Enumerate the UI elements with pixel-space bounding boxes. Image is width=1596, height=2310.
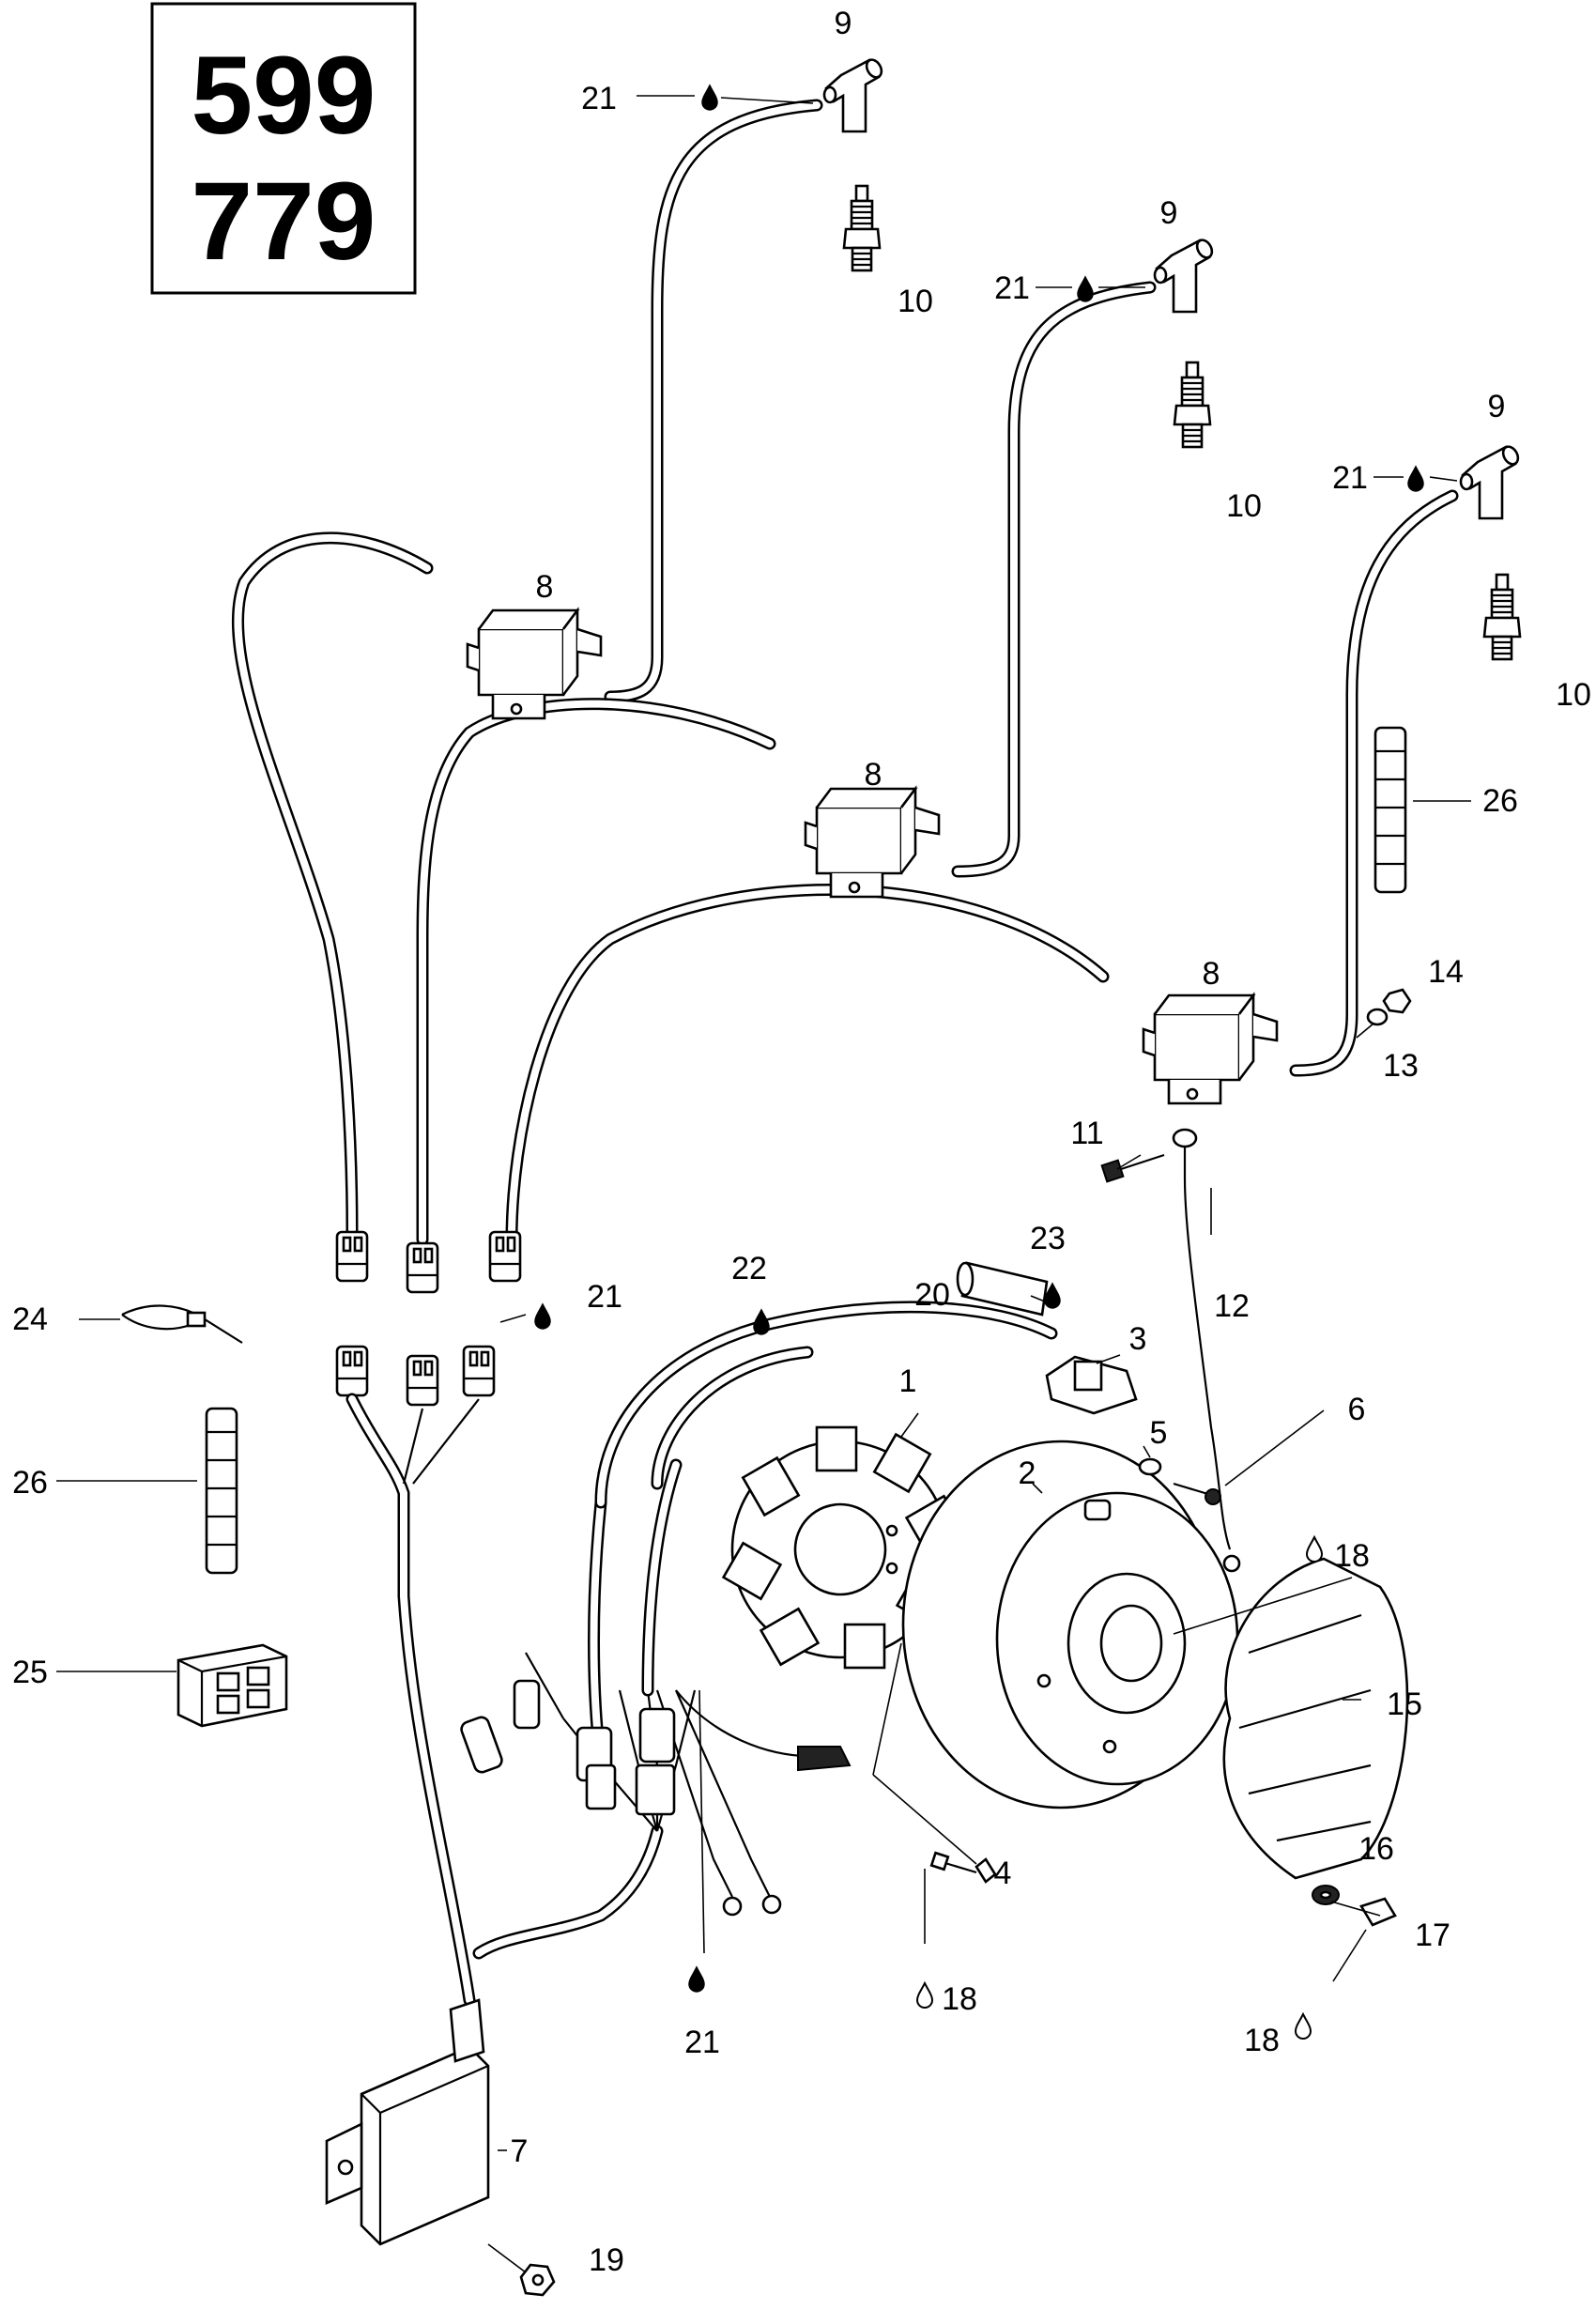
- coil-connectors-lower: [335, 1345, 496, 1407]
- spark-plug-cap-3: [1459, 442, 1523, 520]
- callout-9-cap-2: 9: [1160, 195, 1178, 231]
- spark-plug-2: [1173, 361, 1212, 449]
- callout-11: 11: [1070, 1116, 1103, 1151]
- callout-12: 12: [1214, 1288, 1250, 1324]
- engine-code-779: 779: [192, 160, 376, 284]
- callout-21-connectors: 21: [587, 1279, 622, 1315]
- callout-1: 1: [899, 1363, 917, 1399]
- callout-4: 4: [994, 1856, 1012, 1891]
- callout-18-hub-screw: 18: [1244, 2023, 1280, 2058]
- hardware: [519, 988, 1412, 2297]
- washer-5: [1138, 1457, 1162, 1476]
- callout-24: 24: [12, 1301, 48, 1337]
- callout-21-cap-3: 21: [1332, 460, 1368, 496]
- leader-lines: [56, 95, 1471, 2273]
- callout-18-flywheel: 18: [1334, 1538, 1370, 1574]
- flywheel: [901, 1440, 1239, 1810]
- ignition-coil-3: [1142, 993, 1279, 1105]
- callout-21-harness: 21: [684, 2025, 720, 2060]
- callout-numbers: 1 2 3 4 5 6 7 8 8 8 9 9 9 10 10 10 11 12…: [12, 6, 1591, 2278]
- callout-18-bolt: 18: [942, 1981, 977, 2017]
- callout-25: 25: [12, 1655, 48, 1690]
- callout-26-upper: 26: [1482, 783, 1518, 819]
- dark-lubricant-drop-icon: [688, 1966, 705, 1993]
- callout-16: 16: [1358, 1831, 1394, 1867]
- high-tension-wires: [231, 99, 1459, 1246]
- callout-8-coil-2: 8: [865, 757, 882, 793]
- cdi-module: [325, 1998, 490, 2246]
- dark-lubricant-drop-icon: [1407, 466, 1424, 492]
- dark-lubricant-drop-icon: [701, 85, 718, 111]
- callout-20: 20: [914, 1277, 950, 1313]
- coil-connectors-upper: [335, 1230, 522, 1294]
- callout-10-plug-3: 10: [1556, 677, 1591, 713]
- callout-23: 23: [1030, 1221, 1066, 1256]
- callout-5: 5: [1150, 1415, 1168, 1451]
- callout-13: 13: [1383, 1048, 1419, 1084]
- spark-plug-1: [842, 184, 882, 272]
- ignition-coil-2: [804, 787, 941, 899]
- callout-19: 19: [589, 2242, 624, 2278]
- callout-21-cap-2: 21: [994, 270, 1030, 306]
- engine-code-599: 599: [192, 34, 376, 158]
- dark-lubricant-drop-icon: [1077, 276, 1094, 302]
- spark-plug-3: [1482, 573, 1522, 661]
- callout-9-cap-3: 9: [1488, 389, 1506, 424]
- harness-connectors: [460, 1679, 852, 1917]
- callout-9-cap-1: 9: [835, 6, 852, 41]
- callout-15: 15: [1387, 1686, 1422, 1722]
- spark-plug-cap-2: [1153, 236, 1217, 314]
- connector-housing: [176, 1643, 288, 1728]
- callout-21-cap-1: 21: [581, 81, 617, 116]
- callout-22: 22: [731, 1251, 767, 1286]
- engine-code-box: 599 779: [150, 2, 417, 295]
- light-lubricant-drop-icon: [916, 1982, 933, 2009]
- callout-14: 14: [1428, 954, 1464, 990]
- light-lubricant-drop-icon: [1295, 2013, 1312, 2040]
- callout-8-coil-1: 8: [536, 569, 554, 605]
- spark-plug-cap-1: [822, 55, 886, 133]
- trigger-coil: [1045, 1355, 1138, 1415]
- callout-17: 17: [1415, 1917, 1450, 1953]
- screw-6-shaft: [1173, 1482, 1212, 1497]
- callout-3: 3: [1129, 1321, 1147, 1357]
- callout-7: 7: [511, 2133, 529, 2169]
- tie-wrap: [121, 1304, 243, 1344]
- sleeve: [956, 1261, 1049, 1317]
- callout-26-lower: 26: [12, 1465, 48, 1501]
- callout-10-plug-1: 10: [898, 284, 933, 319]
- dark-lubricant-drop-icon: [753, 1309, 770, 1335]
- light-lubricant-drop-icon: [1306, 1536, 1323, 1563]
- callout-10-plug-2: 10: [1226, 488, 1262, 524]
- callout-2: 2: [1019, 1455, 1036, 1491]
- fan-hub: [1222, 1557, 1409, 1880]
- callout-6: 6: [1348, 1392, 1366, 1427]
- callout-8-coil-3: 8: [1203, 956, 1220, 992]
- protective-tube-lower: [205, 1407, 238, 1575]
- protective-tube-upper: [1373, 726, 1407, 894]
- dark-lubricant-drop-icon: [534, 1303, 551, 1330]
